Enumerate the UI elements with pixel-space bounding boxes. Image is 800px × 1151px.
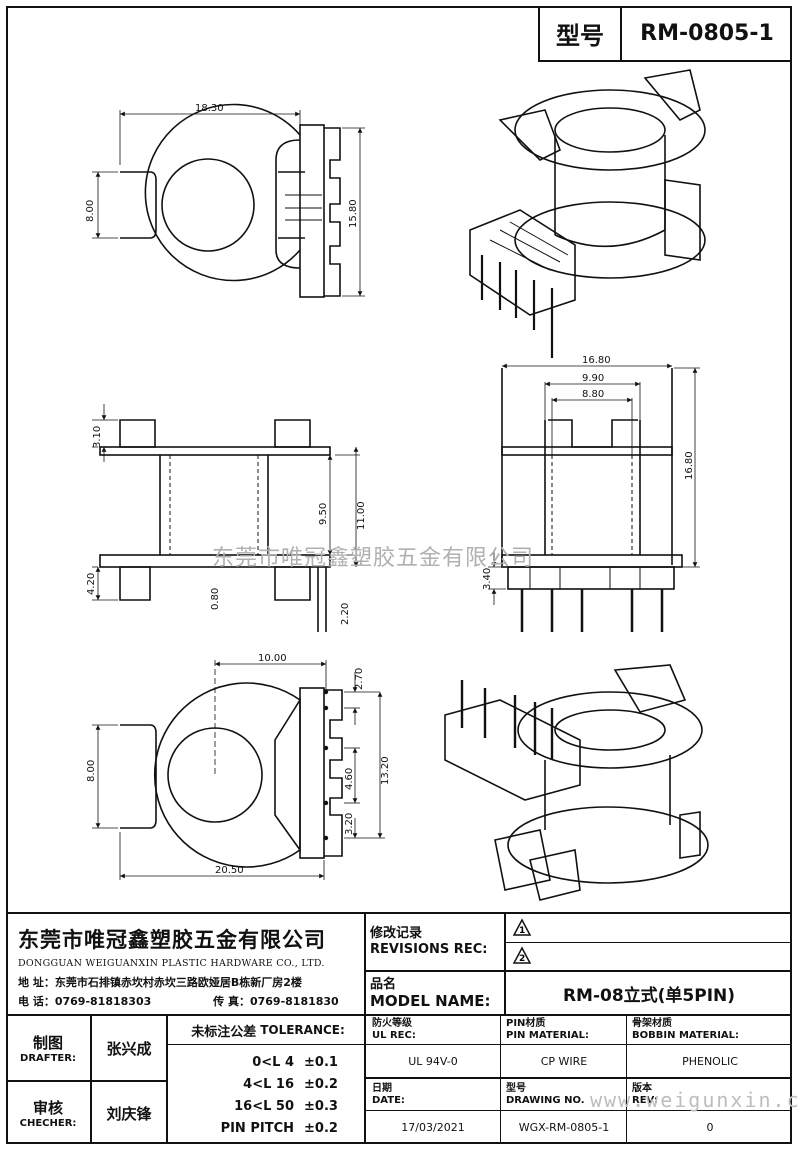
tolerance-title: 未标注公差 TOLERANCE: [172,1016,364,1044]
dim-front-core: 9.50 [318,503,329,525]
dim-side-w1: 16.80 [582,355,611,366]
checker-name: 刘庆锋 [106,1104,152,1123]
front-view [99,419,331,632]
side-view-dims [488,363,700,605]
dim-top-width: 18.30 [195,103,224,114]
dim-bottom-span: 13.20 [380,756,391,785]
dim-front-height: 11.00 [356,501,367,530]
checker-label: 审核 CHECHER: [6,1082,90,1144]
bottom-view-dims [92,660,385,880]
model-name-value: RM-08立式(单5PIN) [562,985,736,1006]
model-en: MODEL NAME: [370,992,491,1010]
dim-top-side: 15.80 [348,199,359,228]
company-address-row: 地 址：东莞市石排镇赤坎村赤坎三路欧娅居B栋新厂房2楼 [18,974,366,990]
address-label: 地 址： [18,975,55,989]
company-name-cn: 东莞市唯冠鑫塑胶五金有限公司 [18,927,326,952]
date-value: 17/03/2021 [401,1121,465,1134]
tolerance-row: 16<L 50±0.3 [234,1099,338,1114]
dim-bottom-pitch-low: 3.20 [344,813,355,835]
drafter-label: 制图 DRAFTER: [6,1016,90,1080]
ul-value: UL 94V-0 [408,1054,458,1068]
dim-front-flange: 3.10 [92,426,103,448]
phone-label: 电 话： [18,994,55,1008]
dim-side-height: 16.80 [684,451,695,480]
watermark-company: 东莞市唯冠鑫塑胶五金有限公司 [212,546,535,571]
dim-top-height: 8.00 [85,200,96,222]
rev-value: 0 [706,1121,714,1134]
dim-bottom-half: 10.00 [258,653,287,664]
dim-bottom-pitch-top: 2.70 [354,668,365,690]
technical-drawing: 18.30 8.00 15.80 3.10 9.50 11.00 4.20 0.… [85,69,709,901]
revision-mark-1: 1 [512,918,532,942]
dim-side-w3: 8.80 [582,389,604,400]
dim-side-w2: 9.90 [582,373,604,384]
dim-front-base: 4.20 [86,573,97,595]
model-cn: 品名 [370,977,397,992]
bobbin-material-value: PHENOLIC [682,1054,738,1068]
svg-text:2: 2 [519,954,525,964]
company-name-en: DONGGUAN WEIGUANXIN PLASTIC HARDWARE CO.… [18,957,325,969]
address-value: 东莞市石排镇赤坎村赤坎三路欧娅居B栋新厂房2楼 [54,975,302,989]
company-contact-row: 电 话：0769-81818303 传 真：0769-8181830 [18,993,366,1009]
front-view-dims [92,404,360,601]
dim-bottom-height: 8.00 [86,760,97,782]
drafter-en: DRAFTER: [20,1052,76,1064]
model-code: RM-0805-1 [640,20,774,46]
pin-material-value: CP WIRE [540,1054,588,1068]
phone-value: 0769-81818303 [54,994,152,1008]
tolerance-title-en: TOLERANCE: [260,1023,345,1037]
checker-en: CHECHER: [19,1117,77,1129]
dim-bottom-width: 20.50 [215,865,244,876]
dim-front-pin-dia: 0.80 [210,588,221,610]
drawing-no-value: WGX-RM-0805-1 [518,1121,610,1134]
dim-bottom-pitch-mid: 4.60 [344,768,355,790]
side-view [501,368,683,632]
tolerance-row: 4<L 16±0.2 [243,1077,338,1092]
dimension-labels: 18.30 8.00 15.80 3.10 9.50 11.00 4.20 0.… [85,103,695,876]
bottom-view [120,682,343,868]
drafter-name: 张兴成 [106,1039,152,1058]
tolerance-row: PIN PITCH±0.2 [220,1121,338,1136]
svg-text:1: 1 [519,926,525,936]
title-block: 型号 RM-0805-1 [538,6,792,62]
dim-side-pin: 3.40 [482,568,493,590]
company-block: 东莞市唯冠鑫塑胶五金有限公司 DONGGUAN WEIGUANXIN PLAST… [18,920,366,1012]
fax-label: 传 真： [213,994,250,1008]
fax-value: 0769-8181830 [249,994,339,1008]
drawing-frame [6,6,792,1144]
watermark-url: www.weigunxin.com [590,1088,800,1112]
tolerance-table: 0<L 4±0.1 4<L 16±0.2 16<L 50±0.3 PIN PIT… [202,1052,362,1140]
model-name-label: 品名 MODEL NAME: [370,972,504,1014]
checker-cn: 审核 [32,1098,63,1117]
title-table: 东莞市唯冠鑫塑胶五金有限公司 DONGGUAN WEIGUANXIN PLAST… [6,912,792,1144]
top-view [120,103,341,298]
type-label: 型号 [540,6,622,60]
revision-mark-2: 2 [512,946,532,970]
dim-front-pin-len: 2.20 [340,603,351,625]
drafter-cn: 制图 [32,1033,63,1052]
top-view-dims [92,110,365,297]
iso-view-bottom [444,664,709,901]
tolerance-row: 0<L 4±0.1 [252,1055,338,1070]
revisions-en: REVISIONS REC: [370,942,488,957]
tolerance-title-cn: 未标注公差 [191,1024,257,1040]
revisions-cn: 修改记录 [370,926,423,941]
revisions-label: 修改记录 REVISIONS REC: [370,920,504,964]
iso-view-top [469,69,706,358]
